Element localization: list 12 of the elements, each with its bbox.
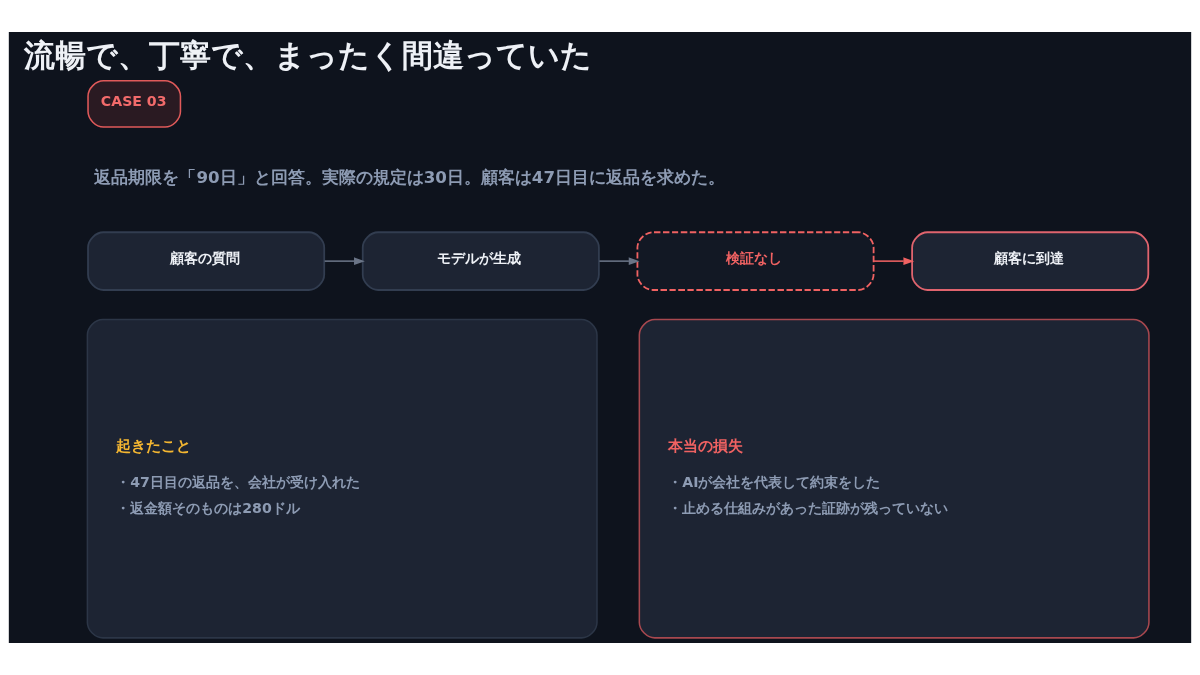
node-box: モデルが生成 (361, 231, 600, 291)
label: 返品期限を「90日」と回答。実際の規定は30日。顧客は47日目に返品を求めた。 (94, 167, 726, 187)
node-box: 起きたこと ・47日目の返品を、会社が受け入れた ・返金額そのものは280ドル (86, 318, 598, 639)
node-box: 本当の損失 ・AIが会社を代表して約束をした ・止める仕組みがあった証跡が残っていない (638, 318, 1150, 639)
node-box: CASE 03 (87, 80, 182, 128)
arrow (873, 257, 915, 265)
node-box: 検証なし (636, 231, 875, 291)
arrow (323, 257, 365, 265)
node-box: 顧客に到達 (911, 231, 1150, 291)
arrow (598, 257, 640, 265)
diagram-title: 流暢で、丁寧で、まったく間違っていた (24, 36, 593, 73)
node-box: 顧客の質問 (87, 231, 326, 291)
